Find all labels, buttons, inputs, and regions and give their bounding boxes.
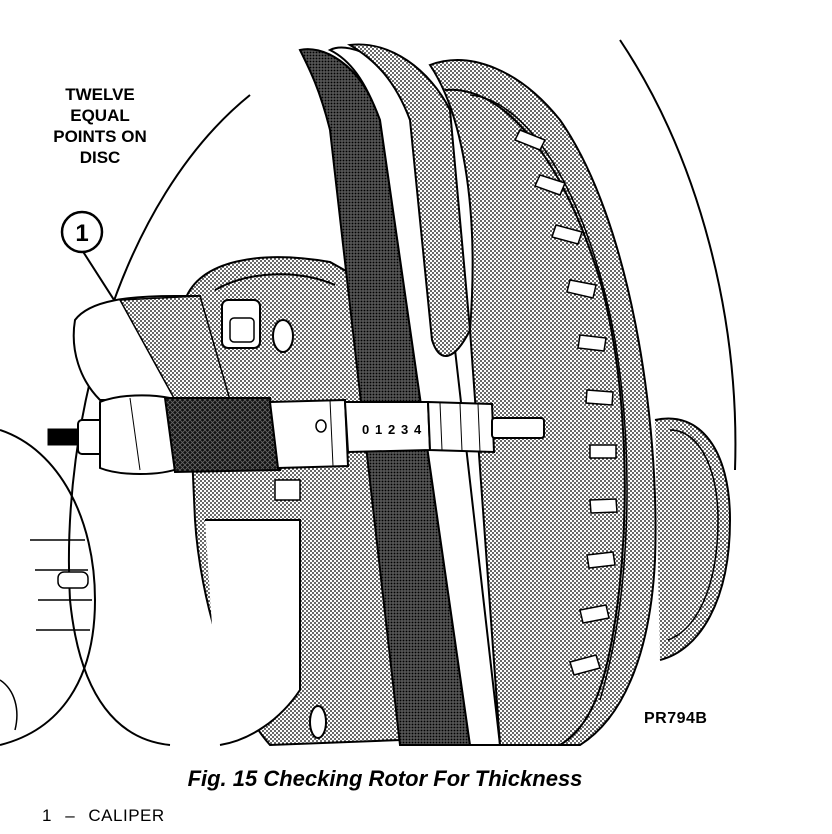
note-line: EQUAL <box>70 106 130 125</box>
callout-number: 1 <box>75 220 88 247</box>
scale-digit: 3 <box>401 422 408 437</box>
note-line: POINTS ON <box>53 127 147 146</box>
legend-label: CALIPER <box>88 806 165 825</box>
rotor-hat <box>183 256 402 747</box>
micrometer-scale: 0 1 2 3 4 <box>362 422 422 437</box>
legend-separator: – <box>65 806 76 825</box>
note-line: TWELVE <box>65 85 135 104</box>
scale-digit: 1 <box>375 422 382 437</box>
scale-digit: 4 <box>414 422 422 437</box>
rotor-disc <box>298 39 737 746</box>
hub-disc <box>0 94 251 746</box>
figure-reference-code: PR794B <box>644 710 708 727</box>
legend-number: 1 <box>42 806 52 825</box>
note-line: DISC <box>79 148 121 167</box>
scale-digit: 2 <box>388 422 395 437</box>
disc-points-note: TWELVE EQUAL POINTS ON DISC <box>30 84 170 168</box>
scale-digit: 0 <box>362 422 369 437</box>
micrometer <box>47 295 545 475</box>
legend: 1 – CALIPER <box>42 806 173 826</box>
callout-1: 1 <box>60 210 104 254</box>
figure-caption: Fig. 15 Checking Rotor For Thickness <box>187 766 583 791</box>
